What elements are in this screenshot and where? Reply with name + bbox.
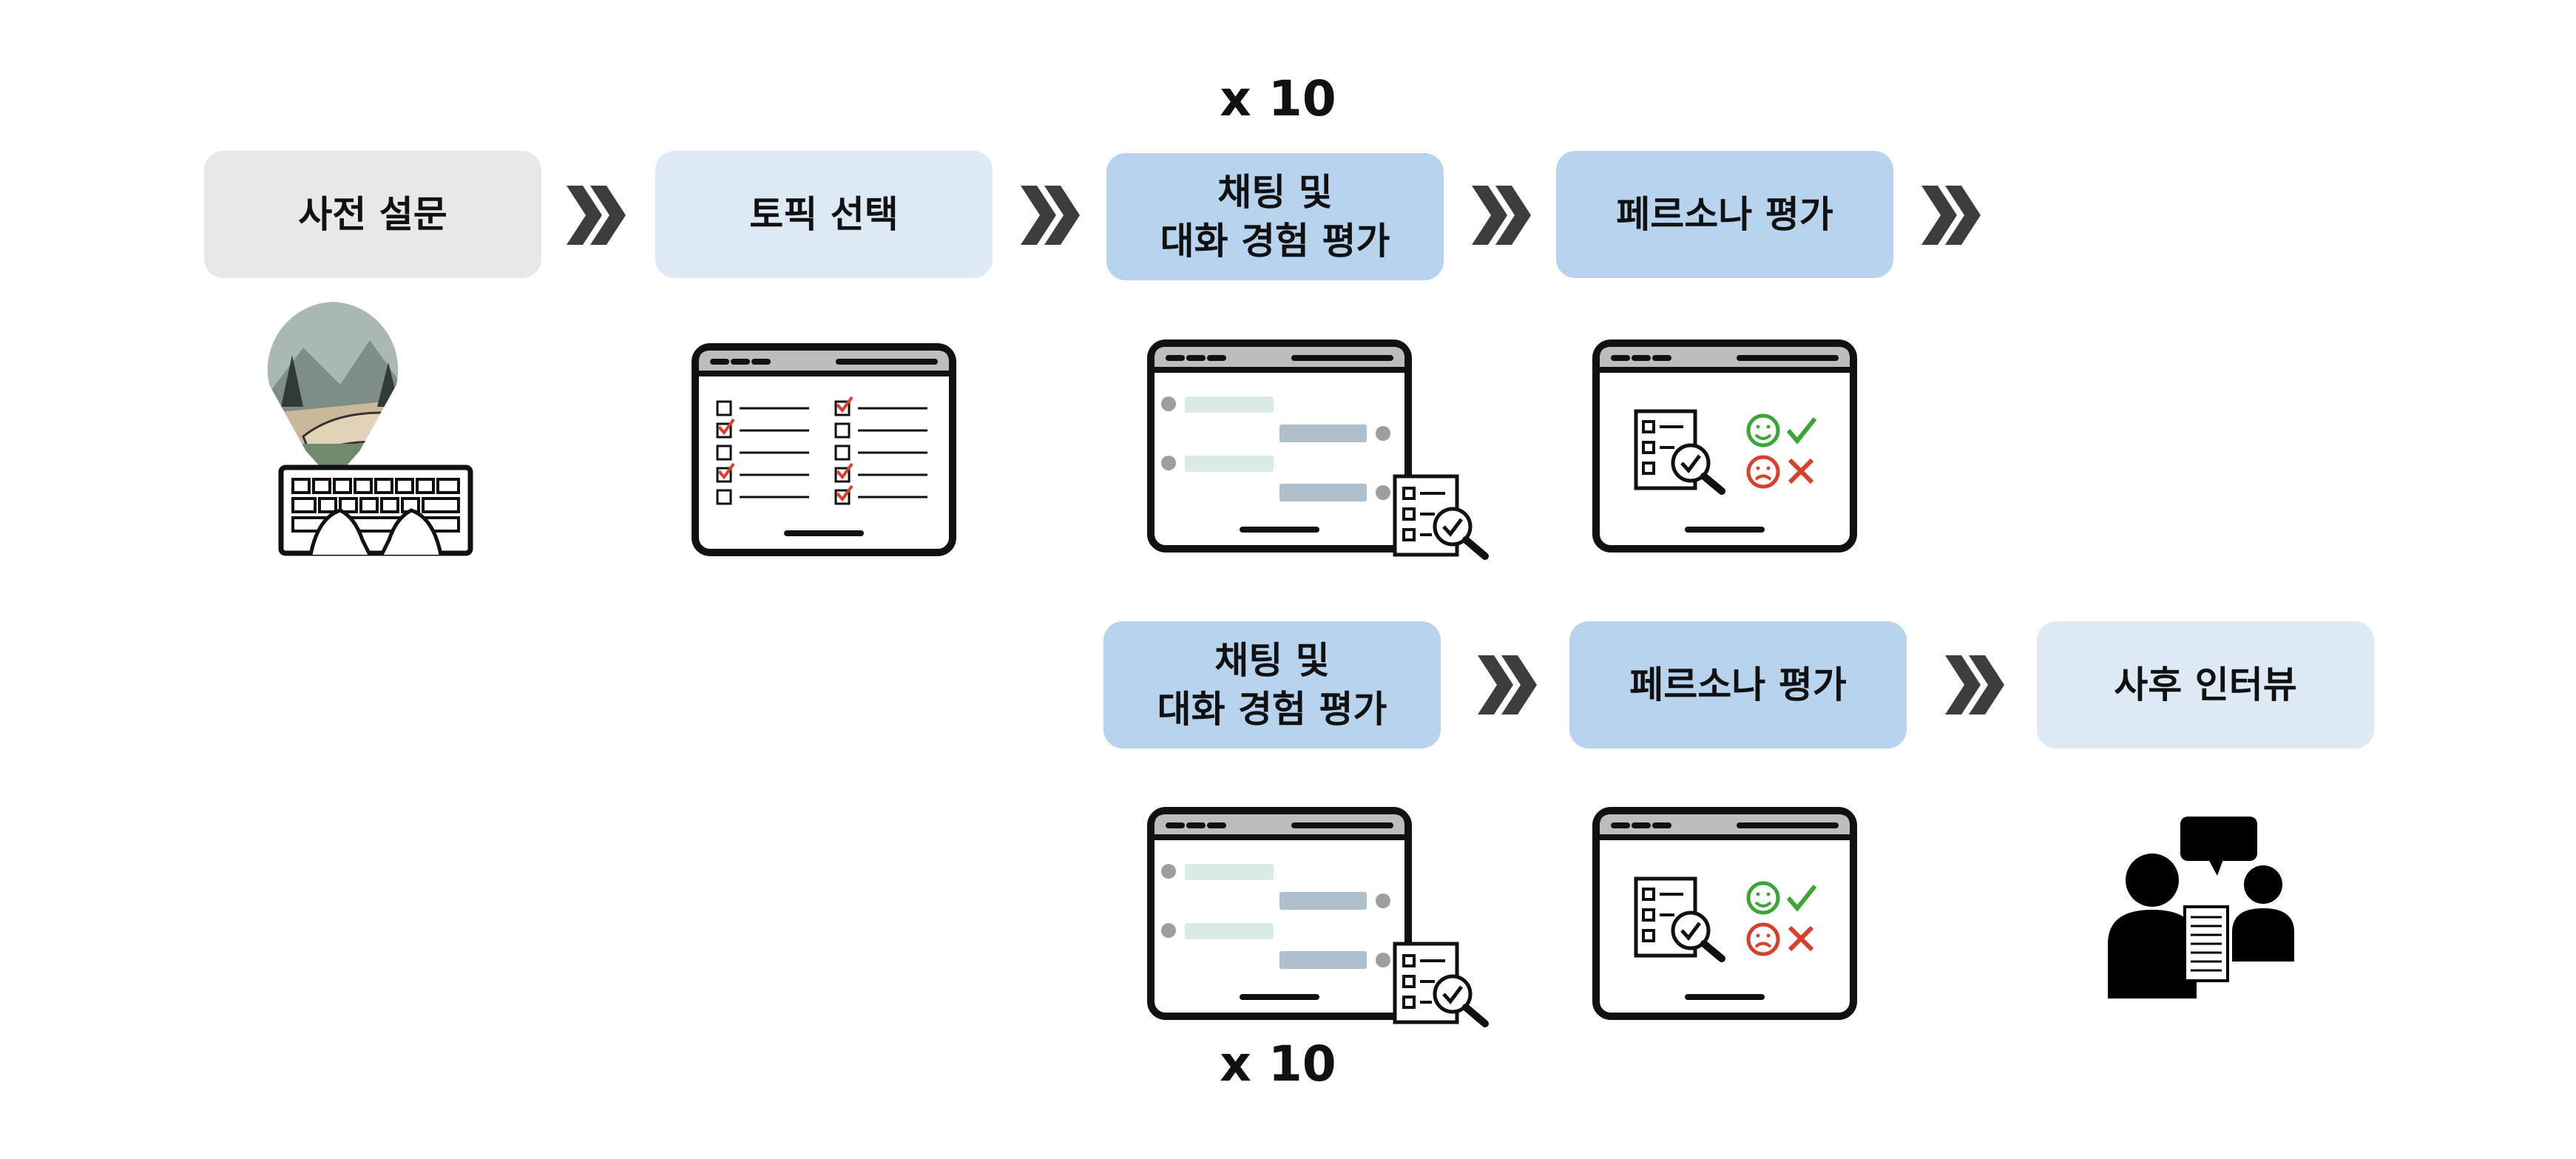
evaluation-window-icon: [1592, 806, 1858, 1021]
step-label-line1: 채팅 및: [1214, 639, 1330, 682]
step-persona-evaluation: 페르소나 평가: [1556, 151, 1893, 278]
chat-window-icon: [1146, 806, 1501, 1035]
double-chevron-icon: [1476, 649, 1538, 720]
interview-people-icon: [2108, 817, 2294, 999]
double-chevron-icon: [565, 180, 627, 251]
step-chat-evaluation-repeat: 채팅 및 대화 경험 평가: [1103, 621, 1441, 749]
step-label: 토픽 선택: [749, 193, 899, 236]
step-pre-survey: 사전 설문: [204, 151, 541, 278]
step-persona-evaluation-repeat: 페르소나 평가: [1569, 621, 1907, 749]
chat-window-icon: [1146, 339, 1501, 568]
landscape-keyboard-icon: [267, 302, 473, 556]
double-chevron-icon: [1019, 180, 1081, 251]
repeat-count-bottom: x 10: [1220, 1035, 1336, 1092]
double-chevron-icon: [1470, 180, 1532, 251]
repeat-count-top: x 10: [1220, 70, 1336, 127]
step-post-interview: 사후 인터뷰: [2037, 621, 2374, 749]
double-chevron-icon: [1944, 649, 2006, 720]
step-label-line2: 대화 경험 평가: [1160, 220, 1390, 263]
step-label: 사후 인터뷰: [2114, 663, 2297, 706]
step-label: 페르소나 평가: [1616, 193, 1833, 236]
step-label-line1: 채팅 및: [1217, 171, 1333, 214]
step-topic-selection: 토픽 선택: [655, 151, 993, 278]
step-label-line2: 대화 경험 평가: [1157, 688, 1387, 731]
double-chevron-icon: [1920, 180, 1982, 251]
evaluation-window-icon: [1592, 339, 1858, 553]
checklist-window-icon: [691, 342, 957, 557]
step-chat-evaluation: 채팅 및 대화 경험 평가: [1106, 153, 1444, 280]
step-label: 사전 설문: [298, 193, 447, 236]
step-label: 페르소나 평가: [1629, 663, 1847, 706]
